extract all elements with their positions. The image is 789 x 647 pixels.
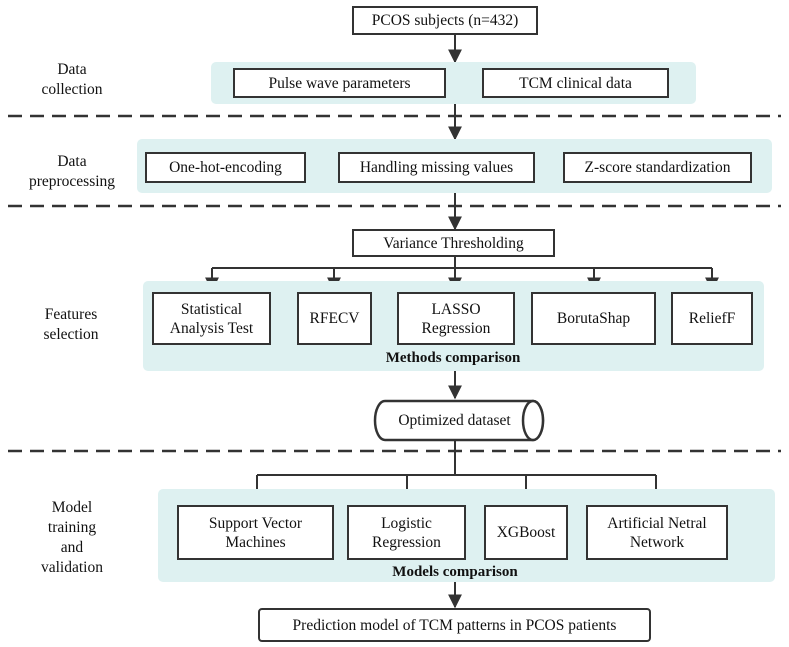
stage-label-data-preprocessing: Data preprocessing [28,153,116,190]
optimized-dataset-label: Optimized dataset [398,411,511,429]
z-score-standardization-box: Z-score standardization [563,152,752,183]
models-comparison-caption: Models comparison [392,564,518,580]
prediction-model-box: Prediction model of TCM patterns in PCOS… [258,608,651,642]
model-logistic-regression: Logistic Regression [347,505,466,560]
model-xgboost: XGBoost [484,505,568,560]
method-relieff: ReliefF [671,292,753,345]
tcm-clinical-data-box: TCM clinical data [482,68,669,98]
stage-label-features-selection: Features selection [43,306,99,343]
pcos-subjects-box: PCOS subjects (n=432) [352,6,538,35]
stage-label-model-training: Model training and validation [41,499,103,576]
method-statistical-analysis-test: Statistical Analysis Test [152,292,271,345]
handling-missing-values-box: Handling missing values [338,152,535,183]
stage-label-data-collection: Data collection [41,61,103,98]
method-borutashap: BorutaShap [531,292,656,345]
one-hot-encoding-box: One-hot-encoding [145,152,306,183]
variance-thresholding-box: Variance Thresholding [352,229,555,257]
methods-comparison-caption: Methods comparison [385,350,521,366]
database-cylinder-icon [373,399,545,442]
method-rfecv: RFECV [297,292,372,345]
model-artificial-netral-network: Artificial Netral Network [586,505,728,560]
method-lasso-regression: LASSO Regression [397,292,515,345]
pulse-wave-parameters-box: Pulse wave parameters [233,68,446,98]
model-support-vector-machines: Support Vector Machines [177,505,334,560]
